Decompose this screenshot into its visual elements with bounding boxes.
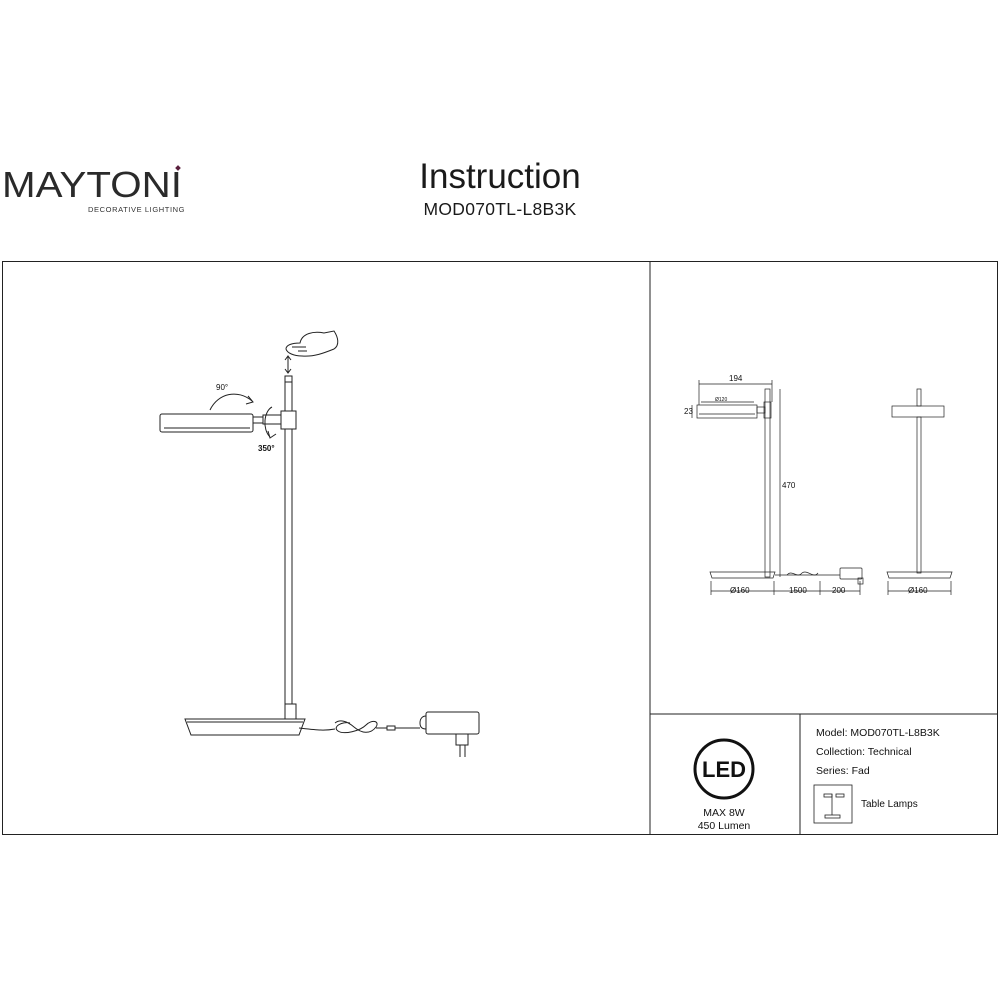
info-model: Model: MOD070TL-L8B3K bbox=[816, 727, 940, 739]
dimension-head-diameter: Ø120 bbox=[715, 397, 727, 403]
hand-icon bbox=[285, 330, 339, 357]
dimension-plug-length: 200 bbox=[832, 586, 846, 595]
document-model: MOD070TL-L8B3K bbox=[423, 199, 577, 219]
lamp-pole bbox=[284, 381, 293, 713]
rotation-horizontal-label: 350° bbox=[258, 444, 275, 453]
info-series: Series: Fad bbox=[816, 765, 870, 777]
info-type: Table Lamps bbox=[861, 799, 918, 810]
brand-name: MAYTONI bbox=[2, 164, 182, 203]
dimension-front-view bbox=[691, 380, 864, 595]
lamp-cable bbox=[298, 720, 420, 734]
lamp-base bbox=[184, 718, 306, 736]
dimension-side-view bbox=[886, 388, 953, 595]
lamp-joint bbox=[280, 410, 297, 430]
info-collection: Collection: Technical bbox=[816, 746, 912, 758]
brand-tagline: DECORATIVE LIGHTING bbox=[88, 205, 186, 214]
dimension-width: 194 bbox=[729, 374, 743, 383]
dimension-head-height: 23 bbox=[684, 407, 693, 416]
lamp-head bbox=[159, 413, 254, 433]
brand-logo: MAYTONI bbox=[2, 164, 182, 203]
assembly-illustration bbox=[159, 330, 480, 757]
dimension-side-base-diameter: Ø160 bbox=[908, 586, 928, 595]
dimension-height: 470 bbox=[782, 481, 796, 490]
technical-drawing: 90° 350° 194 Ø120 23 470 Ø160 1500 200 bbox=[159, 261, 998, 835]
table-lamp-icon bbox=[813, 784, 853, 824]
power-adapter bbox=[425, 711, 480, 735]
rotation-arrow-vertical bbox=[209, 393, 253, 411]
rotation-arrow-horizontal bbox=[264, 406, 273, 438]
spec-lumen: 450 Lumen bbox=[698, 820, 751, 832]
dimension-cable-length: 1500 bbox=[789, 586, 807, 595]
document-title: Instruction bbox=[419, 157, 581, 196]
led-label: LED bbox=[702, 757, 746, 782]
rotation-vertical-label: 90° bbox=[216, 383, 228, 392]
dimension-base-diameter: Ø160 bbox=[730, 586, 750, 595]
led-badge: LED bbox=[693, 738, 755, 800]
drawing-frame bbox=[2, 261, 998, 835]
spec-power: MAX 8W bbox=[703, 807, 745, 819]
